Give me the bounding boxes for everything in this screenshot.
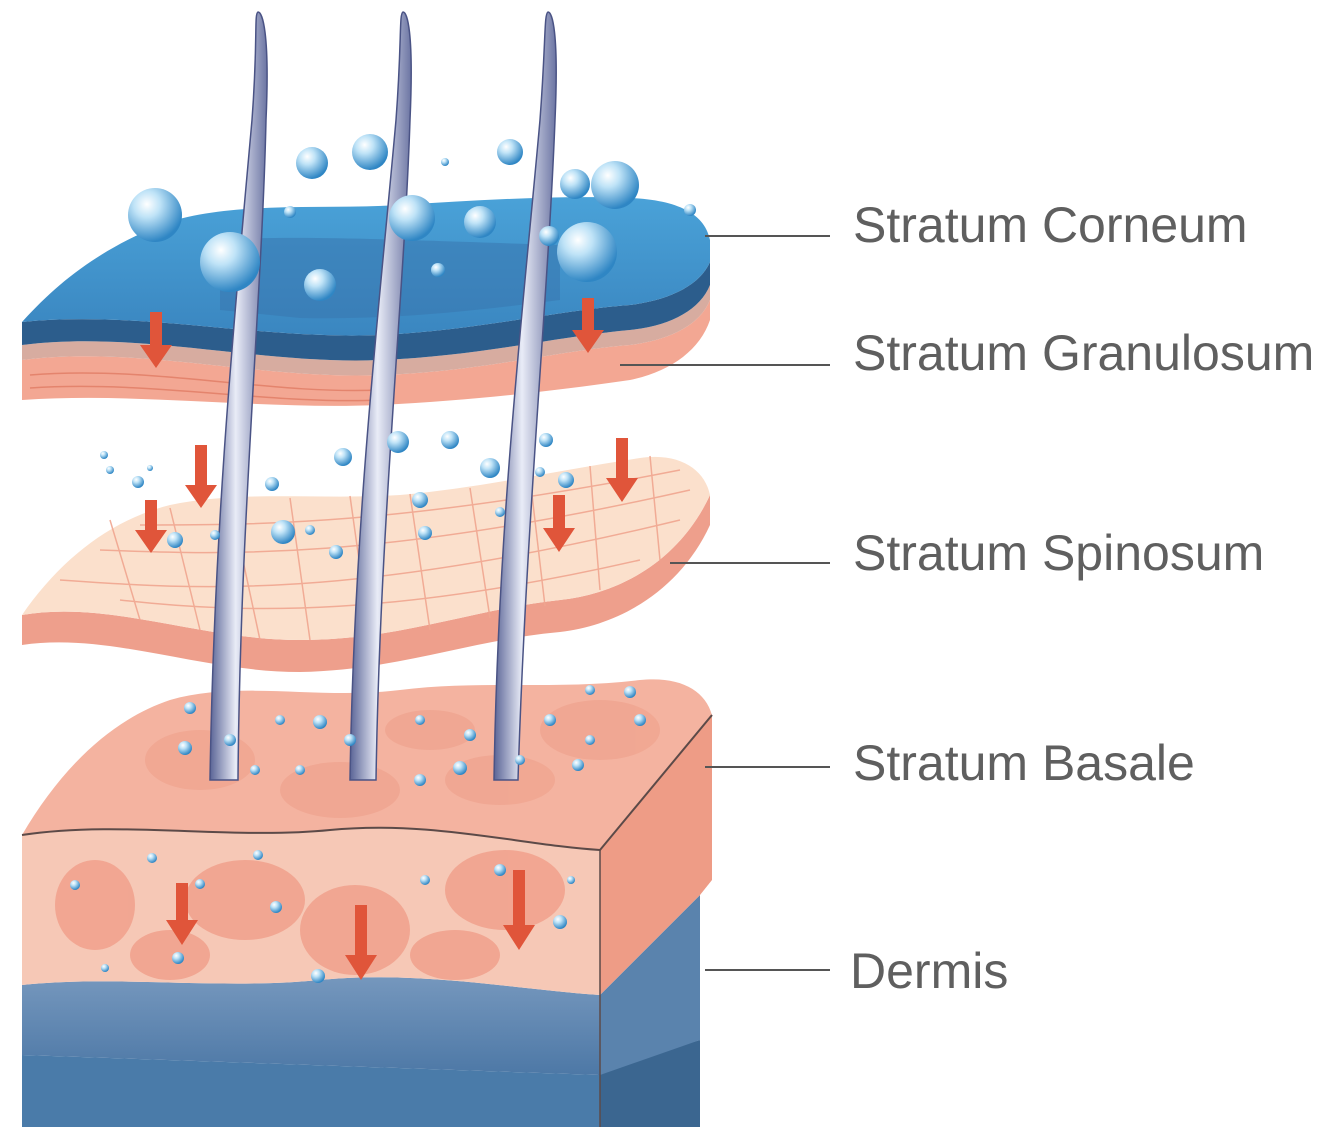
bubble xyxy=(431,263,445,277)
bubble xyxy=(100,451,108,459)
bubble xyxy=(200,232,260,292)
bubble xyxy=(495,507,505,517)
bubble xyxy=(414,774,426,786)
bubble xyxy=(387,431,409,453)
bubble xyxy=(441,431,459,449)
bubble xyxy=(250,765,260,775)
bubble xyxy=(270,901,282,913)
bubble xyxy=(389,195,435,241)
label-dermis: Dermis xyxy=(850,943,1008,999)
bubble xyxy=(684,204,696,216)
bubble xyxy=(147,853,157,863)
bubble xyxy=(167,532,183,548)
bubble xyxy=(195,879,205,889)
bubble xyxy=(172,952,184,964)
bubble xyxy=(544,714,556,726)
layer-labels: Stratum Corneum Stratum Granulosum Strat… xyxy=(850,197,1314,999)
bubble xyxy=(178,741,192,755)
arrow-down xyxy=(185,445,217,508)
bubble xyxy=(420,875,430,885)
bubble xyxy=(275,715,285,725)
bubble xyxy=(334,448,352,466)
bubble xyxy=(253,850,263,860)
bubble xyxy=(271,520,295,544)
bubble xyxy=(515,755,525,765)
bubble xyxy=(344,734,356,746)
bubble xyxy=(311,969,325,983)
label-stratum-corneum: Stratum Corneum xyxy=(853,197,1248,253)
label-stratum-granulosum: Stratum Granulosum xyxy=(853,325,1314,381)
bubble xyxy=(557,222,617,282)
bubble xyxy=(70,880,80,890)
label-stratum-spinosum: Stratum Spinosum xyxy=(853,525,1264,581)
bubble xyxy=(284,206,296,218)
bubble xyxy=(412,492,428,508)
bubble xyxy=(106,466,114,474)
bubble xyxy=(539,433,553,447)
bubble xyxy=(265,477,279,491)
bubble xyxy=(313,715,327,729)
bubble xyxy=(480,458,500,478)
bubble xyxy=(624,686,636,698)
bubble xyxy=(558,472,574,488)
bubble xyxy=(304,269,336,301)
bubble xyxy=(329,545,343,559)
bubble xyxy=(497,139,523,165)
bubble xyxy=(224,734,236,746)
bubble xyxy=(567,876,575,884)
needle-3 xyxy=(494,12,556,780)
bubble xyxy=(415,715,425,725)
bubble xyxy=(418,526,432,540)
bubble xyxy=(453,761,467,775)
bubble xyxy=(585,735,595,745)
bubble xyxy=(553,915,567,929)
bubble xyxy=(132,476,144,488)
bubble xyxy=(295,765,305,775)
bubble xyxy=(305,525,315,535)
bubble xyxy=(128,188,182,242)
bubble xyxy=(464,729,476,741)
bubble xyxy=(494,864,506,876)
bubble xyxy=(352,134,388,170)
bubble xyxy=(591,161,639,209)
bubble xyxy=(464,206,496,238)
bubble xyxy=(560,169,590,199)
bubble xyxy=(572,759,584,771)
bubble xyxy=(147,465,153,471)
label-stratum-basale: Stratum Basale xyxy=(853,735,1195,791)
bubble xyxy=(441,158,449,166)
bubble xyxy=(535,467,545,477)
bubble xyxy=(296,147,328,179)
bubble xyxy=(184,702,196,714)
bubble xyxy=(585,685,595,695)
bubble xyxy=(101,964,109,972)
bubble xyxy=(634,714,646,726)
bubble xyxy=(539,226,559,246)
bubble xyxy=(210,530,220,540)
